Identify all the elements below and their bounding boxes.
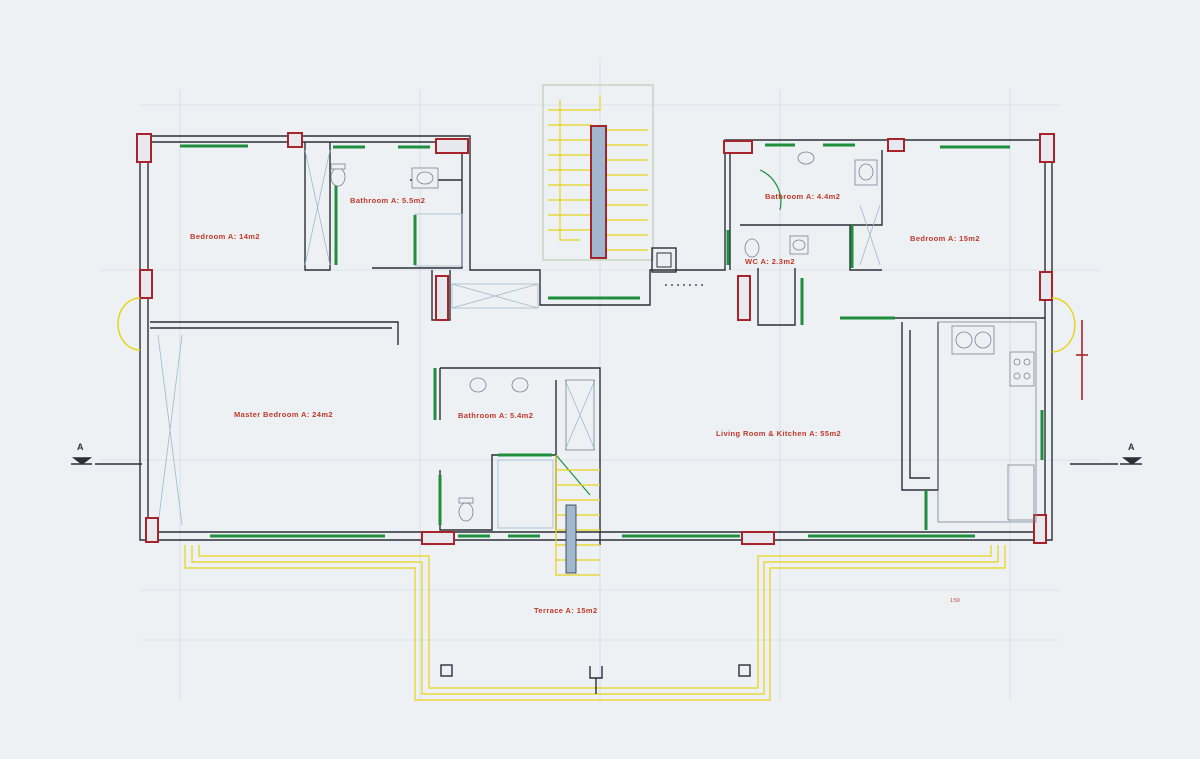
balcony-arcs [117,297,1076,353]
exterior-walls [139,135,1053,545]
shower-icon [565,379,595,451]
toilet-icon [330,163,346,187]
structural-columns [136,132,1055,545]
section-label-right: A [1128,442,1135,452]
toilet-icon [458,497,474,522]
sink-icon [411,167,439,189]
glass-partitions [157,149,881,529]
section-marker-right: A [1070,442,1143,465]
toilet-icon [744,238,760,258]
sink-icon [789,235,809,255]
stove-icon [1009,351,1035,387]
room-label-master-bedroom: Master Bedroom A: 24m2 [234,410,333,419]
room-label-bedroom-right: Bedroom A: 15m2 [910,234,980,243]
room-label-bathroom-top-left: Bathroom A: 5.5m2 [350,196,425,205]
terrace-posts [440,664,751,694]
stair-shaft [542,84,654,261]
room-label-bedroom-left: Bedroom A: 14m2 [190,232,260,241]
sink-icon [951,325,995,355]
windows [180,143,1044,538]
sink-icon [469,377,529,393]
terrace-outline [184,545,1006,701]
room-label-master-bathroom: Bathroom A: 5.4m2 [458,411,533,420]
sanitary-fixtures [330,151,1037,523]
sink-icon [854,159,878,186]
room-label-wc: WC A: 2.3m2 [745,257,795,266]
stair-landing-bar [565,504,577,574]
elevation-marker-right [1076,320,1088,400]
section-arrow-icon [71,457,93,465]
section-arrow-icon [1120,457,1143,465]
toilet-icon [797,151,815,165]
room-label-living-kitchen: Living Room & Kitchen A: 55m2 [716,429,841,438]
door-swings [555,169,782,496]
kitchen-counter [937,321,1037,523]
room-label-bathroom-top-right: Bathroom A: 4.4m2 [765,192,840,201]
lower-stair [555,455,600,576]
section-label-left: A [77,442,84,452]
scale-note: 1:50 [950,598,960,604]
section-marker-left: A [71,442,142,465]
room-label-terrace: Terrace A: 15m2 [534,606,598,615]
